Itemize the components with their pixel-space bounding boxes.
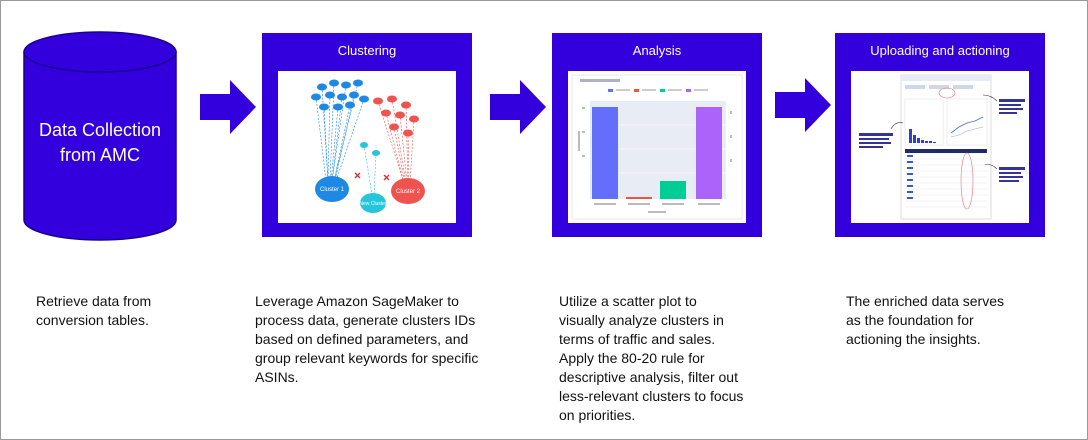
clustering-title: Clustering (337, 43, 397, 58)
new-cluster-label: New Cluster (359, 201, 387, 207)
uploading-title: Uploading and actioning (870, 43, 1010, 58)
uploading-description: The enriched data serves as the foundati… (846, 293, 1004, 347)
uploading-panel: Uploading and actioning (835, 33, 1045, 237)
data-collection-label: Data Collection from AMC (38, 120, 162, 165)
analysis-description: Utilize a scatter plot to visually analy… (559, 293, 744, 423)
reject-x-icon (354, 172, 390, 181)
cluster-2-label: Cluster 2 (396, 189, 421, 195)
bar-chart-thumbnail (571, 74, 743, 220)
analysis-figure (568, 71, 746, 223)
right-arrow-icon (200, 80, 256, 134)
right-arrow-icon (775, 78, 831, 132)
cluster-diagram-illustration: Cluster 1 Cluster 2 New Cluster (311, 79, 425, 213)
clustering-panel: Clustering (262, 33, 472, 237)
analysis-panel: Analysis (552, 33, 762, 237)
data-collection-description: Retrieve data from conversion tables. (36, 293, 152, 328)
analysis-title: Analysis (632, 43, 682, 58)
cluster-1-label: Cluster 1 (320, 187, 345, 193)
dashboard-thumbnail (859, 74, 1025, 220)
clustering-description: Leverage Amazon SageMaker to process dat… (255, 293, 479, 385)
clustering-figure: Cluster 1 Cluster 2 New Cluster (278, 71, 456, 223)
uploading-figure (851, 71, 1029, 223)
right-arrow-icon (490, 80, 546, 134)
database-cylinder-icon (23, 31, 177, 241)
